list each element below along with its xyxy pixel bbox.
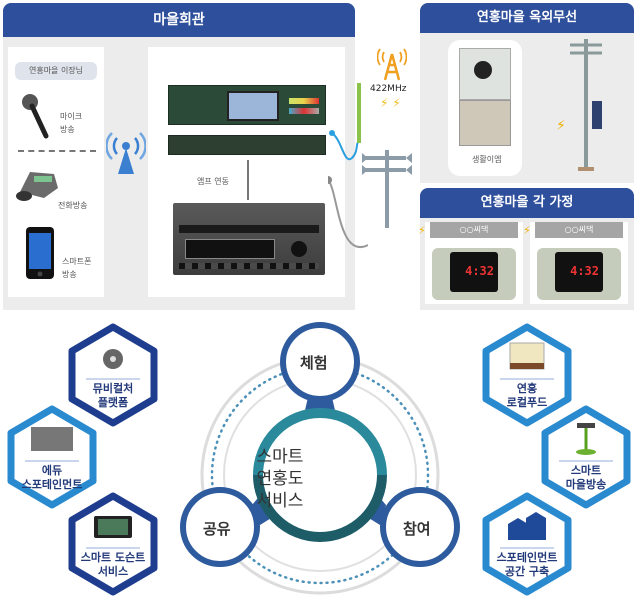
node-participate [380,487,460,567]
hex-line-1: 스포테인먼트 [496,551,558,564]
lightning-icon: ⚡ ⚡ [380,96,401,110]
homes-header: 연홍마을 각 가정 [420,188,634,218]
phone-broadcast-label: 전화방송 [58,201,88,210]
amplifier-rack [168,135,326,155]
mic-broadcast-label: 마이크 방송 [60,112,83,134]
hex-line-1: 에듀 [41,464,63,477]
receiver-box [459,48,511,100]
cycle-diagram [180,322,460,595]
hex-local-food-label: 연홍 로컬푸드 [480,382,574,410]
receiver-clock-1: 4:32 [432,248,516,300]
center-line-1: 스마트 [256,447,304,467]
hex-edutainment [7,405,97,509]
microphone-icon [22,94,49,139]
center-label: 스마트 연홍도 서비스 [240,446,320,512]
center-line-2: 연홍도 [256,469,304,489]
hex-line-1: 스마트 도슨트 [80,551,146,564]
home-unit-1-label: ○○씨댁 [430,222,518,238]
buildings-icon [508,512,546,540]
lightning-icon-outdoor: ⚡ [556,118,566,134]
telephone-icon [16,172,58,201]
hex-line-1: 스마트 [570,464,602,477]
hex-line-2: 스포테인먼트 [21,478,83,491]
lightning-icon-home-1: ⚡ [418,224,426,237]
frequency-label: 422MHz [370,84,407,94]
hex-line-2: 공간 구축 [504,565,550,578]
leader-badge: 연홍마을 이장님 [15,62,97,80]
antenna-rod [357,83,361,143]
dotted-ring [210,365,430,585]
center-ring-bottom [253,474,387,542]
smartphone-broadcast-label: 스마트폰 방송 [62,257,92,279]
center-ring-top [253,408,387,476]
wireless-signal-icon [106,132,146,174]
input-column [8,47,104,297]
center-bg [258,413,382,537]
lightning-icon-home-2: ⚡ [523,224,531,237]
hex-line-2: 플랫폼 [97,396,129,409]
edutainment-photo-icon [31,427,73,451]
center-line-3: 서비스 [256,491,304,511]
outdoor-speaker-pole [570,39,602,171]
amp-link-label: 앰프 연동 [197,177,229,186]
node-experience [280,322,360,402]
receiver-electronics [459,100,511,146]
outdoor-title: 연홍마을 옥외무선 [476,10,578,25]
node-experience-label: 체험 [300,354,328,372]
node-share-label: 공유 [203,520,231,538]
homes-title: 연홍마을 각 가정 [480,195,574,210]
smartphone-icon [26,227,54,279]
hex-line-1: 연홍 [516,382,538,395]
village-hall-title: 마을회관 [153,12,205,28]
hex-line-2: 로컬푸드 [506,396,548,409]
hex-space-build-label: 스포테인먼트 공간 구축 [480,551,574,579]
home-unit-2-label: ○○씨댁 [535,222,623,238]
hex-space-build [482,492,572,596]
hex-village-broadcast-label: 스마트 마을방송 [539,464,633,492]
clock-display-1: 4:32 [450,252,498,292]
receiver-label: 생활이엠 [472,155,502,164]
hex-local-food [482,323,572,427]
hex-line-2: 마을방송 [565,478,607,491]
hex-music-culture-label: 뮤비컬처 플랫폼 [66,382,160,410]
cable [328,130,368,249]
amp-link-arrow [247,160,249,200]
speaker-pole [362,150,412,228]
hex-smart-docent-label: 스마트 도슨트 서비스 [66,551,160,579]
node-participate-label: 참여 [403,520,431,538]
hex-music-culture [68,323,158,427]
hex-edutainment-label: 에듀 스포테인먼트 [5,464,99,492]
outdoor-header: 연홍마을 옥외무선 [420,3,634,33]
leader-label: 연홍마을 이장님 [28,66,84,75]
hex-line-2: 서비스 [97,565,129,578]
hex-line-1: 뮤비컬처 [92,382,134,395]
receiver-clock-2: 4:32 [537,248,621,300]
hex-smart-docent [68,492,158,596]
cassette-amplifier [173,203,325,275]
radio-tower-icon [377,48,407,81]
separator [18,150,96,152]
hex-village-broadcast [541,405,631,509]
node-share [180,487,260,567]
village-hall-header: 마을회관 [3,3,355,37]
broadcast-speaker-icon [576,423,596,455]
broadcast-controller [168,85,326,125]
clock-display-2: 4:32 [555,252,603,292]
